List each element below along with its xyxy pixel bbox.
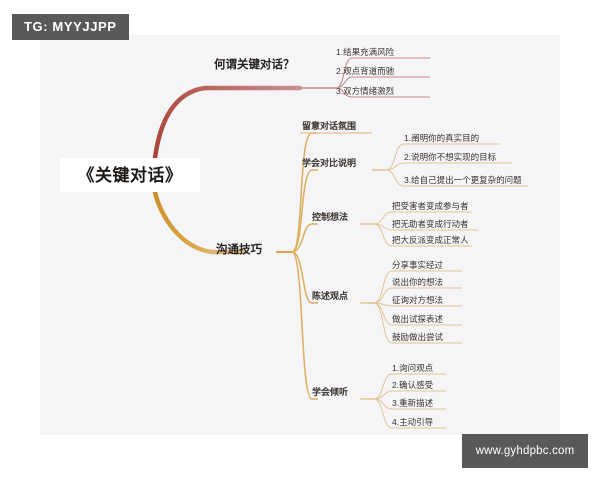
leaf-label[interactable]: 3.重新描述 xyxy=(392,398,434,408)
leaf-label[interactable]: 鼓励做出尝试 xyxy=(392,332,444,342)
sub-branch-label[interactable]: 学会倾听 xyxy=(312,387,349,397)
central-node[interactable]: 《关键对话》 xyxy=(60,158,200,192)
leaf-label[interactable]: 2.说明你不想实现的目标 xyxy=(404,152,497,162)
sub-branch-label[interactable]: 控制想法 xyxy=(312,212,349,222)
leaf-label[interactable]: 把无助者变成行动者 xyxy=(392,219,469,229)
leaf-label[interactable]: 把大反派变成正常人 xyxy=(392,235,469,245)
sub-branch-label[interactable]: 学会对比说明 xyxy=(302,158,357,168)
leaf-label[interactable]: 2.观点背道而驰 xyxy=(336,66,395,76)
leaf-label[interactable]: 做出试探表述 xyxy=(392,314,444,324)
leaf-label[interactable]: 2.确认感受 xyxy=(392,380,434,390)
leaf-label[interactable]: 4.主动引导 xyxy=(392,417,434,427)
leaf-label[interactable]: 征询对方想法 xyxy=(392,295,444,305)
site-watermark-badge: www.gyhdpbc.com xyxy=(462,434,588,468)
leaf-label[interactable]: 1.结果充满风险 xyxy=(336,47,395,57)
telegram-watermark-badge: TG: MYYJJPP xyxy=(12,14,129,40)
leaf-label[interactable]: 1.询问观点 xyxy=(392,363,434,373)
leaf-label[interactable]: 1.阐明你的真实目的 xyxy=(404,133,480,143)
leaf-label[interactable]: 说出你的想法 xyxy=(392,277,444,287)
leaf-label[interactable]: 把受害者变成参与者 xyxy=(392,201,469,211)
mindmap-canvas xyxy=(40,35,560,435)
leaf-label[interactable]: 3.双方情绪激烈 xyxy=(336,86,395,96)
sub-branch-label[interactable]: 陈述观点 xyxy=(312,291,349,301)
branch-label-沟通技巧[interactable]: 沟通技巧 xyxy=(216,244,262,256)
leaf-label[interactable]: 分享事实经过 xyxy=(392,260,444,270)
leaf-label[interactable]: 3.给自己提出一个更复杂的问题 xyxy=(404,175,522,185)
branch-label-何谓关键对话[interactable]: 何谓关键对话？ xyxy=(214,59,295,71)
sub-branch-label[interactable]: 留意对话氛围 xyxy=(302,121,357,131)
